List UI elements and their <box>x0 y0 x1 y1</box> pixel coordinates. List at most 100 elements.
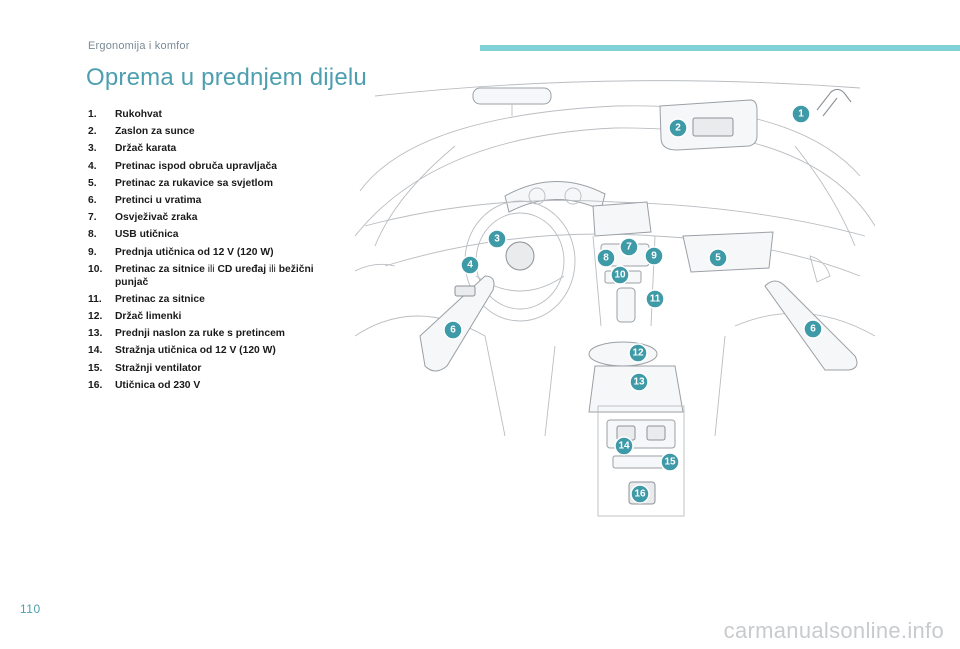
legend-item: 13. Prednji naslon za ruke s pretincem <box>88 327 348 340</box>
svg-text:12: 12 <box>632 348 644 359</box>
instrument-binnacle <box>504 181 606 213</box>
legend-item: 16. Utičnica od 230 V <box>88 379 348 392</box>
legend-item: 11.Pretinac za sitnice <box>88 293 348 306</box>
callout-2: 2 <box>668 118 688 138</box>
callout-6-left: 6 <box>443 320 463 340</box>
legend-item-text: ili <box>266 263 279 275</box>
legend-item-label: Držač limenki <box>115 310 348 323</box>
legend-item-number: 12. <box>88 311 103 323</box>
legend-item-label: Pretinac za sitnice ili CD uređaj ili be… <box>115 263 348 289</box>
legend-item-label: Stražnji ventilator <box>115 362 348 375</box>
page-number: 110 <box>20 602 41 616</box>
callout-13: 13 <box>629 372 649 392</box>
watermark: carmanualsonline.info <box>723 618 944 643</box>
legend-item-number: 14. <box>88 345 103 357</box>
svg-text:16: 16 <box>634 489 646 500</box>
svg-text:10: 10 <box>614 270 626 281</box>
callout-9: 9 <box>644 246 664 266</box>
svg-text:7: 7 <box>626 242 632 253</box>
grab-handle <box>816 88 852 117</box>
header-accent-bar <box>480 45 960 51</box>
callout-10: 10 <box>610 265 630 285</box>
callout-11: 11 <box>645 289 665 309</box>
callout-6-right: 6 <box>803 319 823 339</box>
legend-item-number: 3. <box>88 143 97 155</box>
legend-item-text: Pretinci u vratima <box>115 194 202 206</box>
svg-text:8: 8 <box>603 253 609 264</box>
legend-item-label: Rukohvat <box>115 108 348 121</box>
legend-item-text: Zaslon za sunce <box>115 126 195 138</box>
legend-item-number: 1. <box>88 109 97 120</box>
legend-item-label: Prednji naslon za ruke s pretincem <box>115 327 348 340</box>
callout-3: 3 <box>487 229 507 249</box>
legend-item-text: Pretinac za sitnice <box>115 293 205 305</box>
svg-text:15: 15 <box>664 457 676 468</box>
legend-item: 9.Prednja utičnica od 12 V (120 W) <box>88 246 348 259</box>
equipment-legend: 1. Rukohvat 2. Zaslon za sunce 3. Držač karat… <box>88 108 348 396</box>
legend-item: 12. Držač limenki <box>88 310 348 323</box>
visor-mirror <box>692 117 734 137</box>
section-label: Ergonomija i komfor <box>88 40 190 52</box>
legend-item-text: Prednji naslon za ruke s pretincem <box>115 328 285 340</box>
legend-item-text: USB utičnica <box>115 229 179 241</box>
svg-text:4: 4 <box>467 260 473 271</box>
legend-item: 6.Pretinci u vratima <box>88 194 348 207</box>
legend-item-label: Pretinac za sitnice <box>115 293 348 306</box>
legend-item-number: 15. <box>88 362 103 374</box>
legend-item-text: Pretinac za sitnice <box>115 263 205 275</box>
legend-item-text: Stražnji ventilator <box>115 362 202 374</box>
legend-item-text: Pretinac za rukavice sa svjetlom <box>115 177 273 189</box>
central-screen <box>592 201 652 237</box>
legend-item-label: Pretinci u vratima <box>115 194 348 207</box>
legend-item-label: Držač karata <box>115 142 348 155</box>
legend-item-number: 5. <box>88 177 97 189</box>
legend-item-label: USB utičnica <box>115 228 348 241</box>
rearview-mirror <box>472 87 552 105</box>
callout-1: 1 <box>791 104 811 124</box>
legend-item-label: Zaslon za sunce <box>115 125 348 138</box>
glovebox <box>682 231 774 273</box>
legend-item: 8. USB utičnica <box>88 228 348 241</box>
cabin-illustration: 1 2 3 4 5 6 6 7 8 9 10 11 12 13 14 15 16 <box>355 80 875 517</box>
legend-item-number: 10. <box>88 263 103 275</box>
legend-item-text: Prednja utičnica od 12 V (120 W) <box>115 246 274 258</box>
legend-item: 2. Zaslon za sunce <box>88 125 348 138</box>
svg-text:14: 14 <box>618 441 630 452</box>
legend-item-label: Pretinac ispod obruča upravljača <box>115 160 348 173</box>
legend-item-number: 13. <box>88 328 103 340</box>
legend-item-number: 4. <box>88 160 97 172</box>
gear-selector <box>616 287 636 323</box>
legend-item: 5. Pretinac za rukavice sa svjetlom <box>88 177 348 190</box>
legend-item-label: Stražnja utičnica od 12 V (120 W) <box>115 344 348 357</box>
steering-logo <box>505 241 535 271</box>
callout-16: 16 <box>630 484 650 504</box>
svg-text:3: 3 <box>494 234 500 245</box>
legend-item: 14. Stražnja utičnica od 12 V (120 W) <box>88 344 348 357</box>
legend-item: 3. Držač karata <box>88 142 348 155</box>
svg-text:13: 13 <box>633 377 645 388</box>
legend-item-number: 2. <box>88 126 97 138</box>
callout-7: 7 <box>619 237 639 257</box>
legend-item-text: CD uređaj <box>217 263 267 275</box>
legend-item: 10. Pretinac za sitnice ili CD uređaj ili… <box>88 263 348 289</box>
legend-item-text: Osvježivač zraka <box>115 212 198 224</box>
svg-text:2: 2 <box>675 123 681 134</box>
legend-item: 1. Rukohvat <box>88 108 348 121</box>
svg-text:6: 6 <box>810 324 816 335</box>
legend-item: 15. Stražnji ventilator <box>88 362 348 375</box>
svg-text:11: 11 <box>650 294 661 305</box>
legend-item-number: 16. <box>88 379 103 391</box>
callout-5: 5 <box>708 248 728 268</box>
legend-item: 4. Pretinac ispod obruča upravljača <box>88 160 348 173</box>
legend-item-text: Stražnja utičnica od 12 V (120 W) <box>115 345 276 357</box>
callout-8: 8 <box>596 248 616 268</box>
legend-item-label: Utičnica od 230 V <box>115 379 348 392</box>
callout-15: 15 <box>660 452 680 472</box>
legend-item: 7. Osvježivač zraka <box>88 211 348 224</box>
callout-14: 14 <box>614 436 634 456</box>
callout-12: 12 <box>628 343 648 363</box>
legend-item-text: bežični punjač <box>115 263 314 288</box>
legend-item-number: 8. <box>88 229 97 241</box>
legend-item-number: 7. <box>88 212 97 224</box>
svg-text:5: 5 <box>715 253 721 264</box>
